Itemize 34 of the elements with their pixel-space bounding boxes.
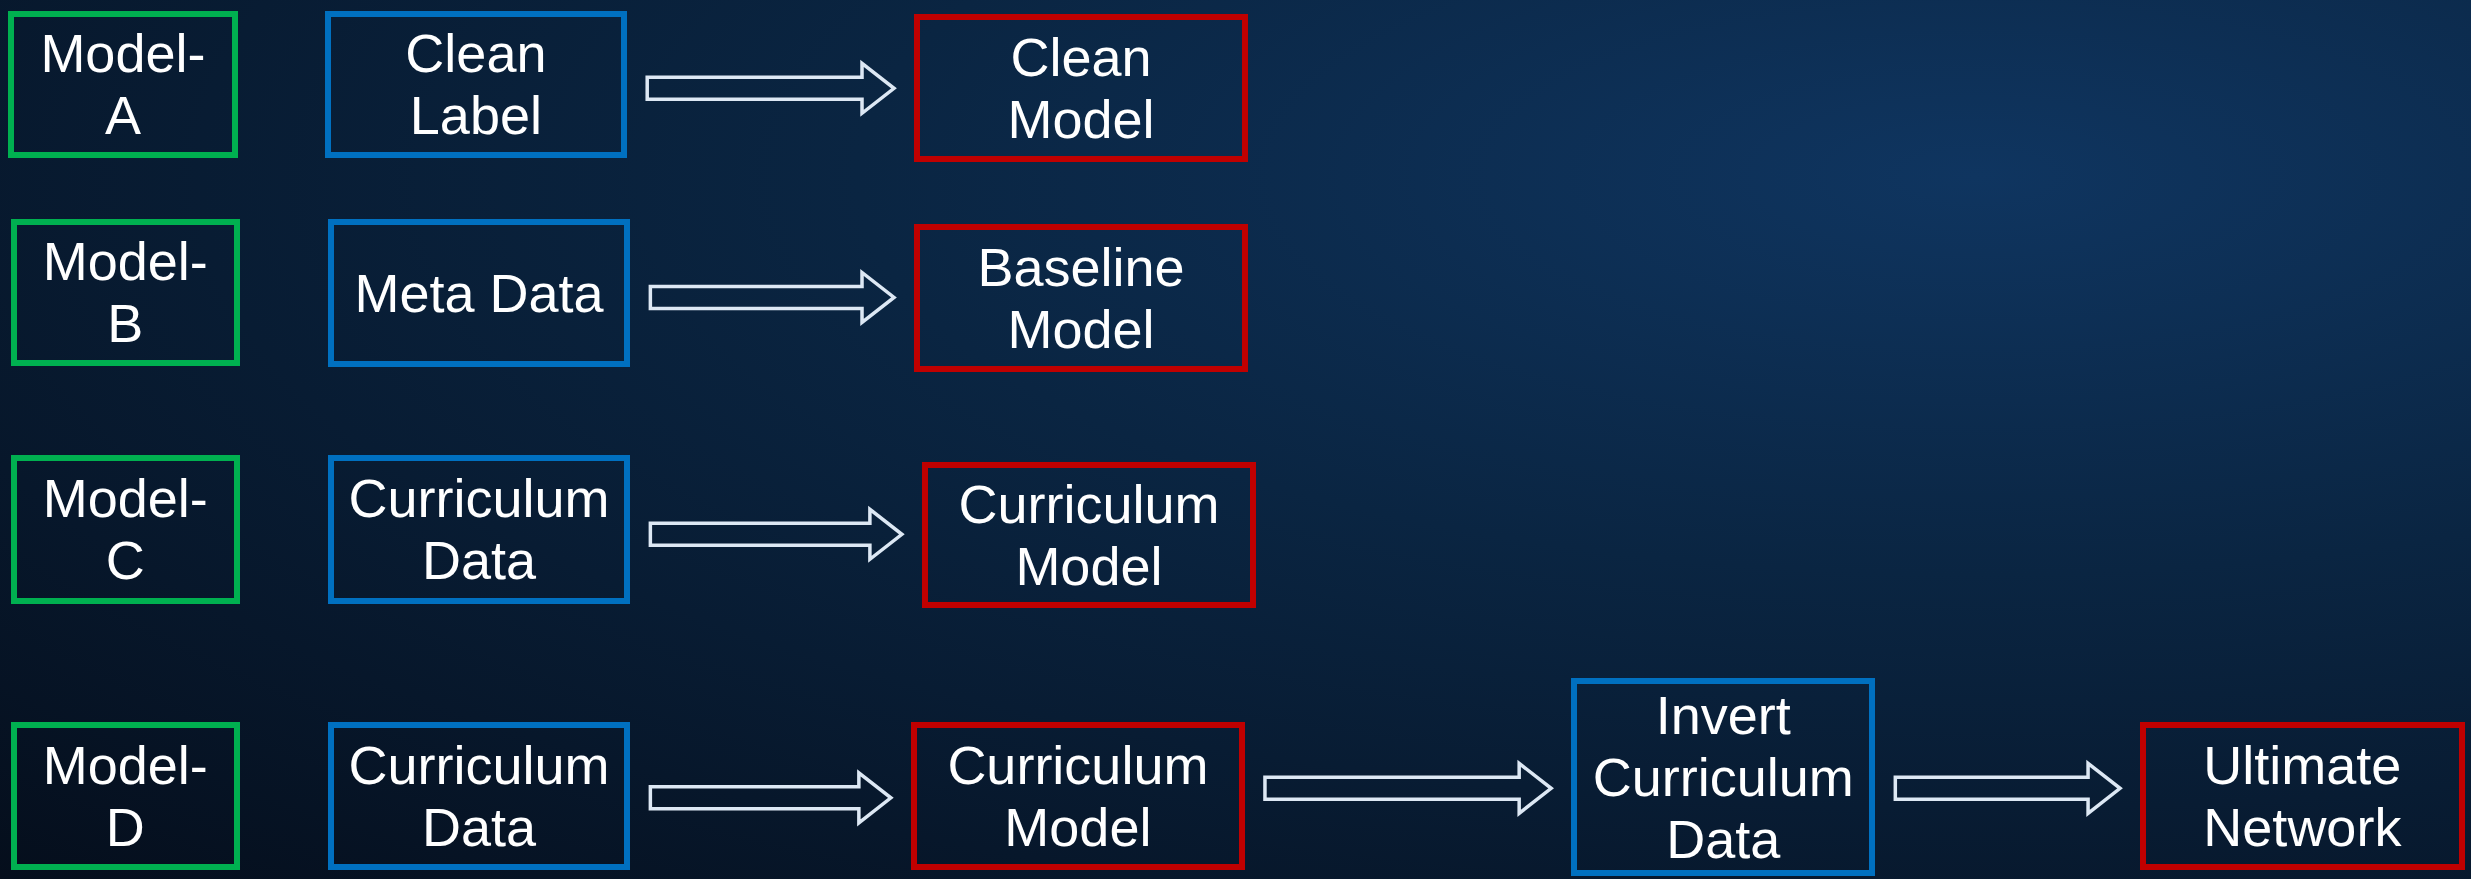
- box-label: Invert Curriculum Data: [1591, 683, 1855, 871]
- box-label: Baseline Model: [976, 235, 1186, 360]
- process-box: [11, 455, 240, 604]
- box-label: Clean Label: [404, 22, 548, 147]
- box-label: Curriculum Data: [347, 467, 611, 592]
- box-label: Model-C: [42, 467, 208, 592]
- block-arrow: [645, 59, 897, 117]
- box-label: Model-A: [40, 22, 206, 147]
- process-box: [324, 11, 628, 158]
- process-box: [910, 721, 1245, 870]
- box-label: Meta Data: [354, 262, 604, 325]
- process-box: [921, 461, 1256, 609]
- box-label: Ultimate Network: [2202, 733, 2403, 858]
- block-arrow: [648, 769, 894, 827]
- box-label: Clean Model: [1006, 26, 1156, 151]
- block-arrow: [1263, 759, 1554, 817]
- block-arrow: [648, 268, 897, 327]
- box-label: Curriculum Model: [946, 733, 1210, 858]
- block-arrow: [648, 505, 905, 563]
- process-box: [327, 219, 631, 368]
- process-box: [11, 219, 240, 366]
- process-box: [327, 721, 631, 870]
- box-label: Model-B: [42, 230, 208, 355]
- box-label: Model-D: [42, 733, 208, 858]
- box-label: Curriculum Data: [347, 733, 611, 858]
- block-arrow: [1893, 759, 2123, 817]
- process-box: [2140, 721, 2465, 870]
- process-box: [914, 14, 1249, 163]
- process-box: [327, 455, 631, 604]
- process-box: [7, 11, 238, 158]
- box-label: Curriculum Model: [957, 472, 1221, 598]
- process-box: [914, 223, 1249, 372]
- process-box: [1571, 677, 1876, 877]
- process-box: [11, 721, 240, 870]
